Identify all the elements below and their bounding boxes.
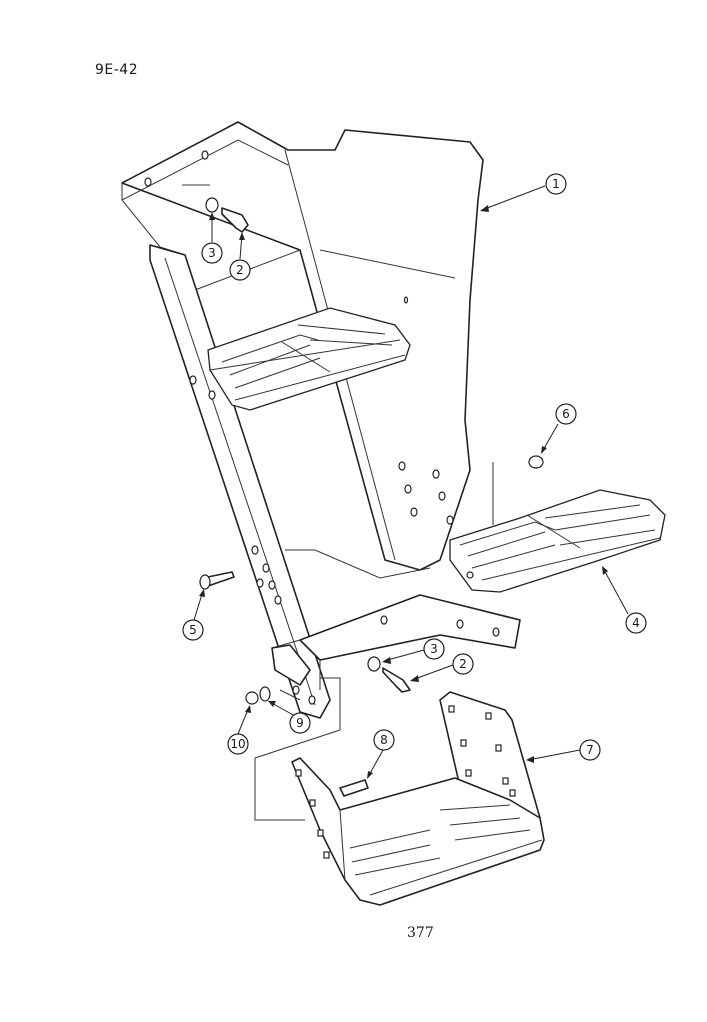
callout-10: 10 [227,733,249,755]
washer-9 [259,686,271,702]
svg-text:3: 3 [430,642,438,656]
callout-2-lower: 2 [452,653,474,675]
part-7-bottom-step [291,691,545,906]
washer-3-lower [367,656,381,672]
bracket-left-leg [149,244,331,719]
bracket-hole-pattern [398,296,454,525]
part-4-middle-step [449,462,666,593]
svg-text:4: 4 [632,616,640,630]
svg-text:1: 1 [552,177,560,191]
svg-text:5: 5 [189,623,197,637]
callout-9: 9 [289,712,311,734]
assembly-lines [182,184,341,821]
page-code: 9E-42 [95,62,139,78]
callout-7: 7 [579,739,601,761]
svg-text:6: 6 [562,407,570,421]
svg-text:9: 9 [296,716,304,730]
callout-2-upper: 2 [229,259,251,281]
svg-text:2: 2 [459,657,467,671]
callout-leaders [193,185,629,779]
callout-5: 5 [182,619,204,641]
svg-text:8: 8 [380,733,388,747]
callout-3-upper: 3 [201,242,223,264]
nut-10 [245,691,259,705]
upper-step-tread [207,307,411,411]
callout-4: 4 [625,612,647,634]
part-1-main-bracket [121,121,484,571]
svg-text:7: 7 [586,743,594,757]
fasteners [199,197,544,797]
svg-text:2: 2 [236,263,244,277]
callout-3-lower: 3 [423,638,445,660]
callouts: 1 2 3 4 5 6 3 2 [182,173,647,761]
bolt-2-lower [382,667,411,693]
nut-6 [528,455,544,469]
callout-1: 1 [545,173,567,195]
callout-6: 6 [555,403,577,425]
washer-3-upper [205,197,219,213]
bracket-lower-plate [271,549,521,686]
page-number: 377 [407,925,434,941]
svg-text:10: 10 [230,737,245,751]
callout-8: 8 [373,729,395,751]
bolt-8 [339,779,369,797]
svg-text:3: 3 [208,246,216,260]
